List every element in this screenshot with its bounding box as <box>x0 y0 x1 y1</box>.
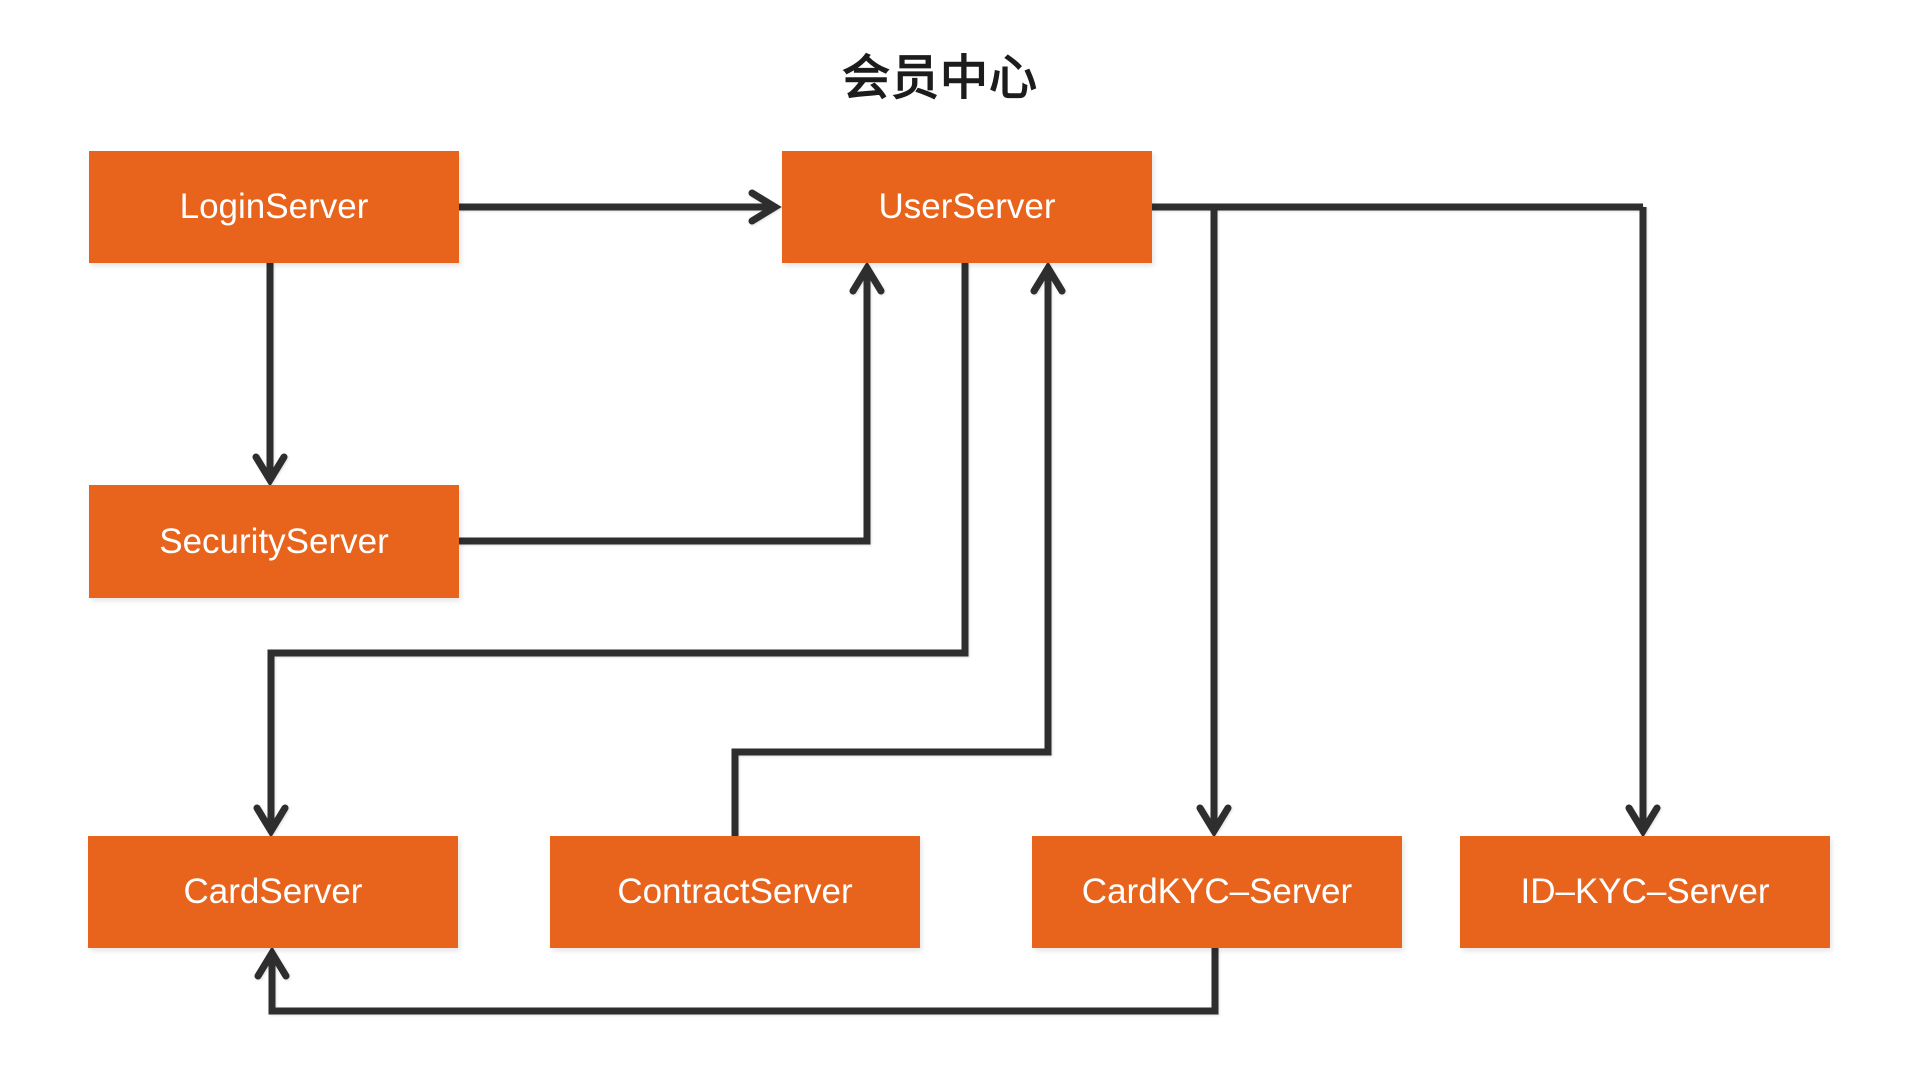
node-security-server: SecurityServer <box>89 485 459 598</box>
node-contract-server-label: ContractServer <box>617 872 853 911</box>
node-login-server: LoginServer <box>89 151 459 263</box>
edge-userserver-to-cardserver <box>253 263 969 838</box>
node-user-server: UserServer <box>782 151 1152 263</box>
edge-securityserver-to-userserver <box>458 261 885 545</box>
node-contract-server: ContractServer <box>550 836 920 948</box>
node-id-kyc-server-label: ID–KYC–Server <box>1520 872 1770 911</box>
node-login-server-label: LoginServer <box>179 187 369 226</box>
node-card-server-label: CardServer <box>183 872 363 911</box>
node-card-server: CardServer <box>88 836 458 948</box>
node-user-server-label: UserServer <box>878 187 1056 226</box>
edge-contractserver-to-userserver <box>731 261 1066 836</box>
node-id-kyc-server: ID–KYC–Server <box>1460 836 1830 948</box>
edge-cardkycserver-to-cardserver <box>254 946 1219 1015</box>
node-card-kyc-server: CardKYC–Server <box>1032 836 1402 948</box>
diagram-title: 会员中心 <box>841 52 1038 105</box>
node-card-kyc-server-label: CardKYC–Server <box>1081 872 1353 911</box>
node-security-server-label: SecurityServer <box>159 521 389 561</box>
